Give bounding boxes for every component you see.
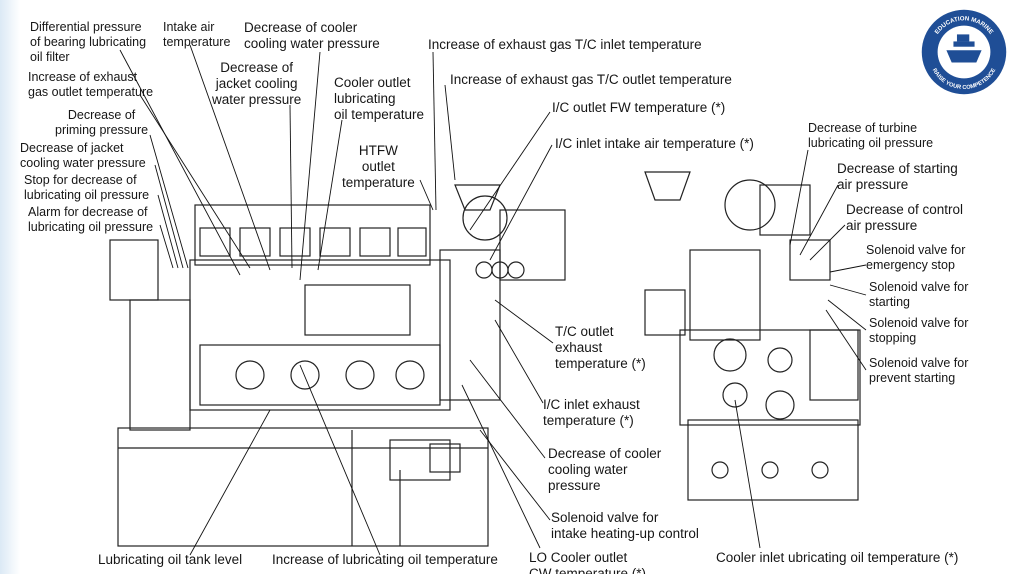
- label-decrease-cooler-cw-pressure-2: Decrease of cooler cooling water pressur…: [548, 446, 662, 493]
- left-edge-gradient: [0, 0, 20, 574]
- label-differential-pressure: Differential pressure of bearing lubrica…: [30, 20, 147, 64]
- label-solenoid-intake-heating: Solenoid valve for intake heating-up con…: [551, 510, 699, 541]
- label-decrease-turbine-lo-pressure: Decrease of turbine lubricating oil pres…: [808, 121, 934, 150]
- engine-front-view: [109, 184, 566, 547]
- label-stop-decrease-lo-pressure: Stop for decrease of lubricating oil pre…: [24, 173, 150, 202]
- ship-icon: [946, 34, 982, 63]
- label-increase-exhaust-gas-outlet: Increase of exhaust gas outlet temperatu…: [28, 70, 154, 99]
- label-ic-inlet-exhaust-temp: I/C inlet exhaust temperature (*): [543, 397, 640, 428]
- label-solenoid-emergency-stop: Solenoid valve for emergency stop: [866, 243, 966, 272]
- label-tc-outlet-exhaust-temp: T/C outlet exhaust temperature (*): [555, 324, 646, 371]
- label-decrease-priming-pressure: Decrease of priming pressure: [55, 108, 149, 137]
- label-lo-tank-level: Lubricating oil tank level: [98, 552, 243, 567]
- label-lo-cooler-outlet-cw: LO Cooler outlet CW temperature (*): [529, 550, 647, 574]
- leader-lines: [119, 44, 867, 556]
- label-solenoid-prevent-starting: Solenoid valve for prevent starting: [869, 356, 969, 385]
- label-cooler-inlet-lo-temperature: Cooler inlet ubricating oil temperature …: [716, 550, 959, 565]
- label-decrease-control-air: Decrease of control air pressure: [846, 202, 964, 233]
- label-solenoid-stopping: Solenoid valve for stopping: [869, 316, 969, 345]
- label-ic-outlet-fw-temperature: I/C outlet FW temperature (*): [552, 100, 726, 115]
- engine-side-view: [644, 171, 861, 501]
- label-increase-lo-temperature: Increase of lubricating oil temperature: [272, 552, 498, 567]
- label-decrease-jacket-cw-pressure: Decrease of jacket cooling water pressur…: [212, 60, 302, 107]
- label-cooler-outlet-lo-temperature: Cooler outlet lubricating oil temperatur…: [334, 75, 425, 122]
- label-alarm-decrease-lo-pressure: Alarm for decrease of lubricating oil pr…: [28, 205, 154, 234]
- label-increase-exhaust-tc-inlet: Increase of exhaust gas T/C inlet temper…: [428, 37, 702, 52]
- label-htfw-outlet-temperature: HTFW outlet temperature: [342, 143, 415, 190]
- label-solenoid-starting: Solenoid valve for starting: [869, 280, 969, 309]
- education-marine-logo: EDUCATION MARINE RAISE YOUR COMPETENCE: [921, 9, 1007, 95]
- label-decrease-cooler-cw-pressure: Decrease of cooler cooling water pressur…: [244, 20, 380, 51]
- label-decrease-jacket-cw-pressure-2: Decrease of jacket cooling water pressur…: [20, 141, 146, 170]
- label-intake-air-temperature: Intake air temperature: [163, 20, 231, 49]
- label-increase-exhaust-tc-outlet: Increase of exhaust gas T/C outlet tempe…: [450, 72, 732, 87]
- label-decrease-starting-air: Decrease of starting air pressure: [837, 161, 958, 192]
- label-ic-inlet-intake-air: I/C inlet intake air temperature (*): [555, 136, 754, 151]
